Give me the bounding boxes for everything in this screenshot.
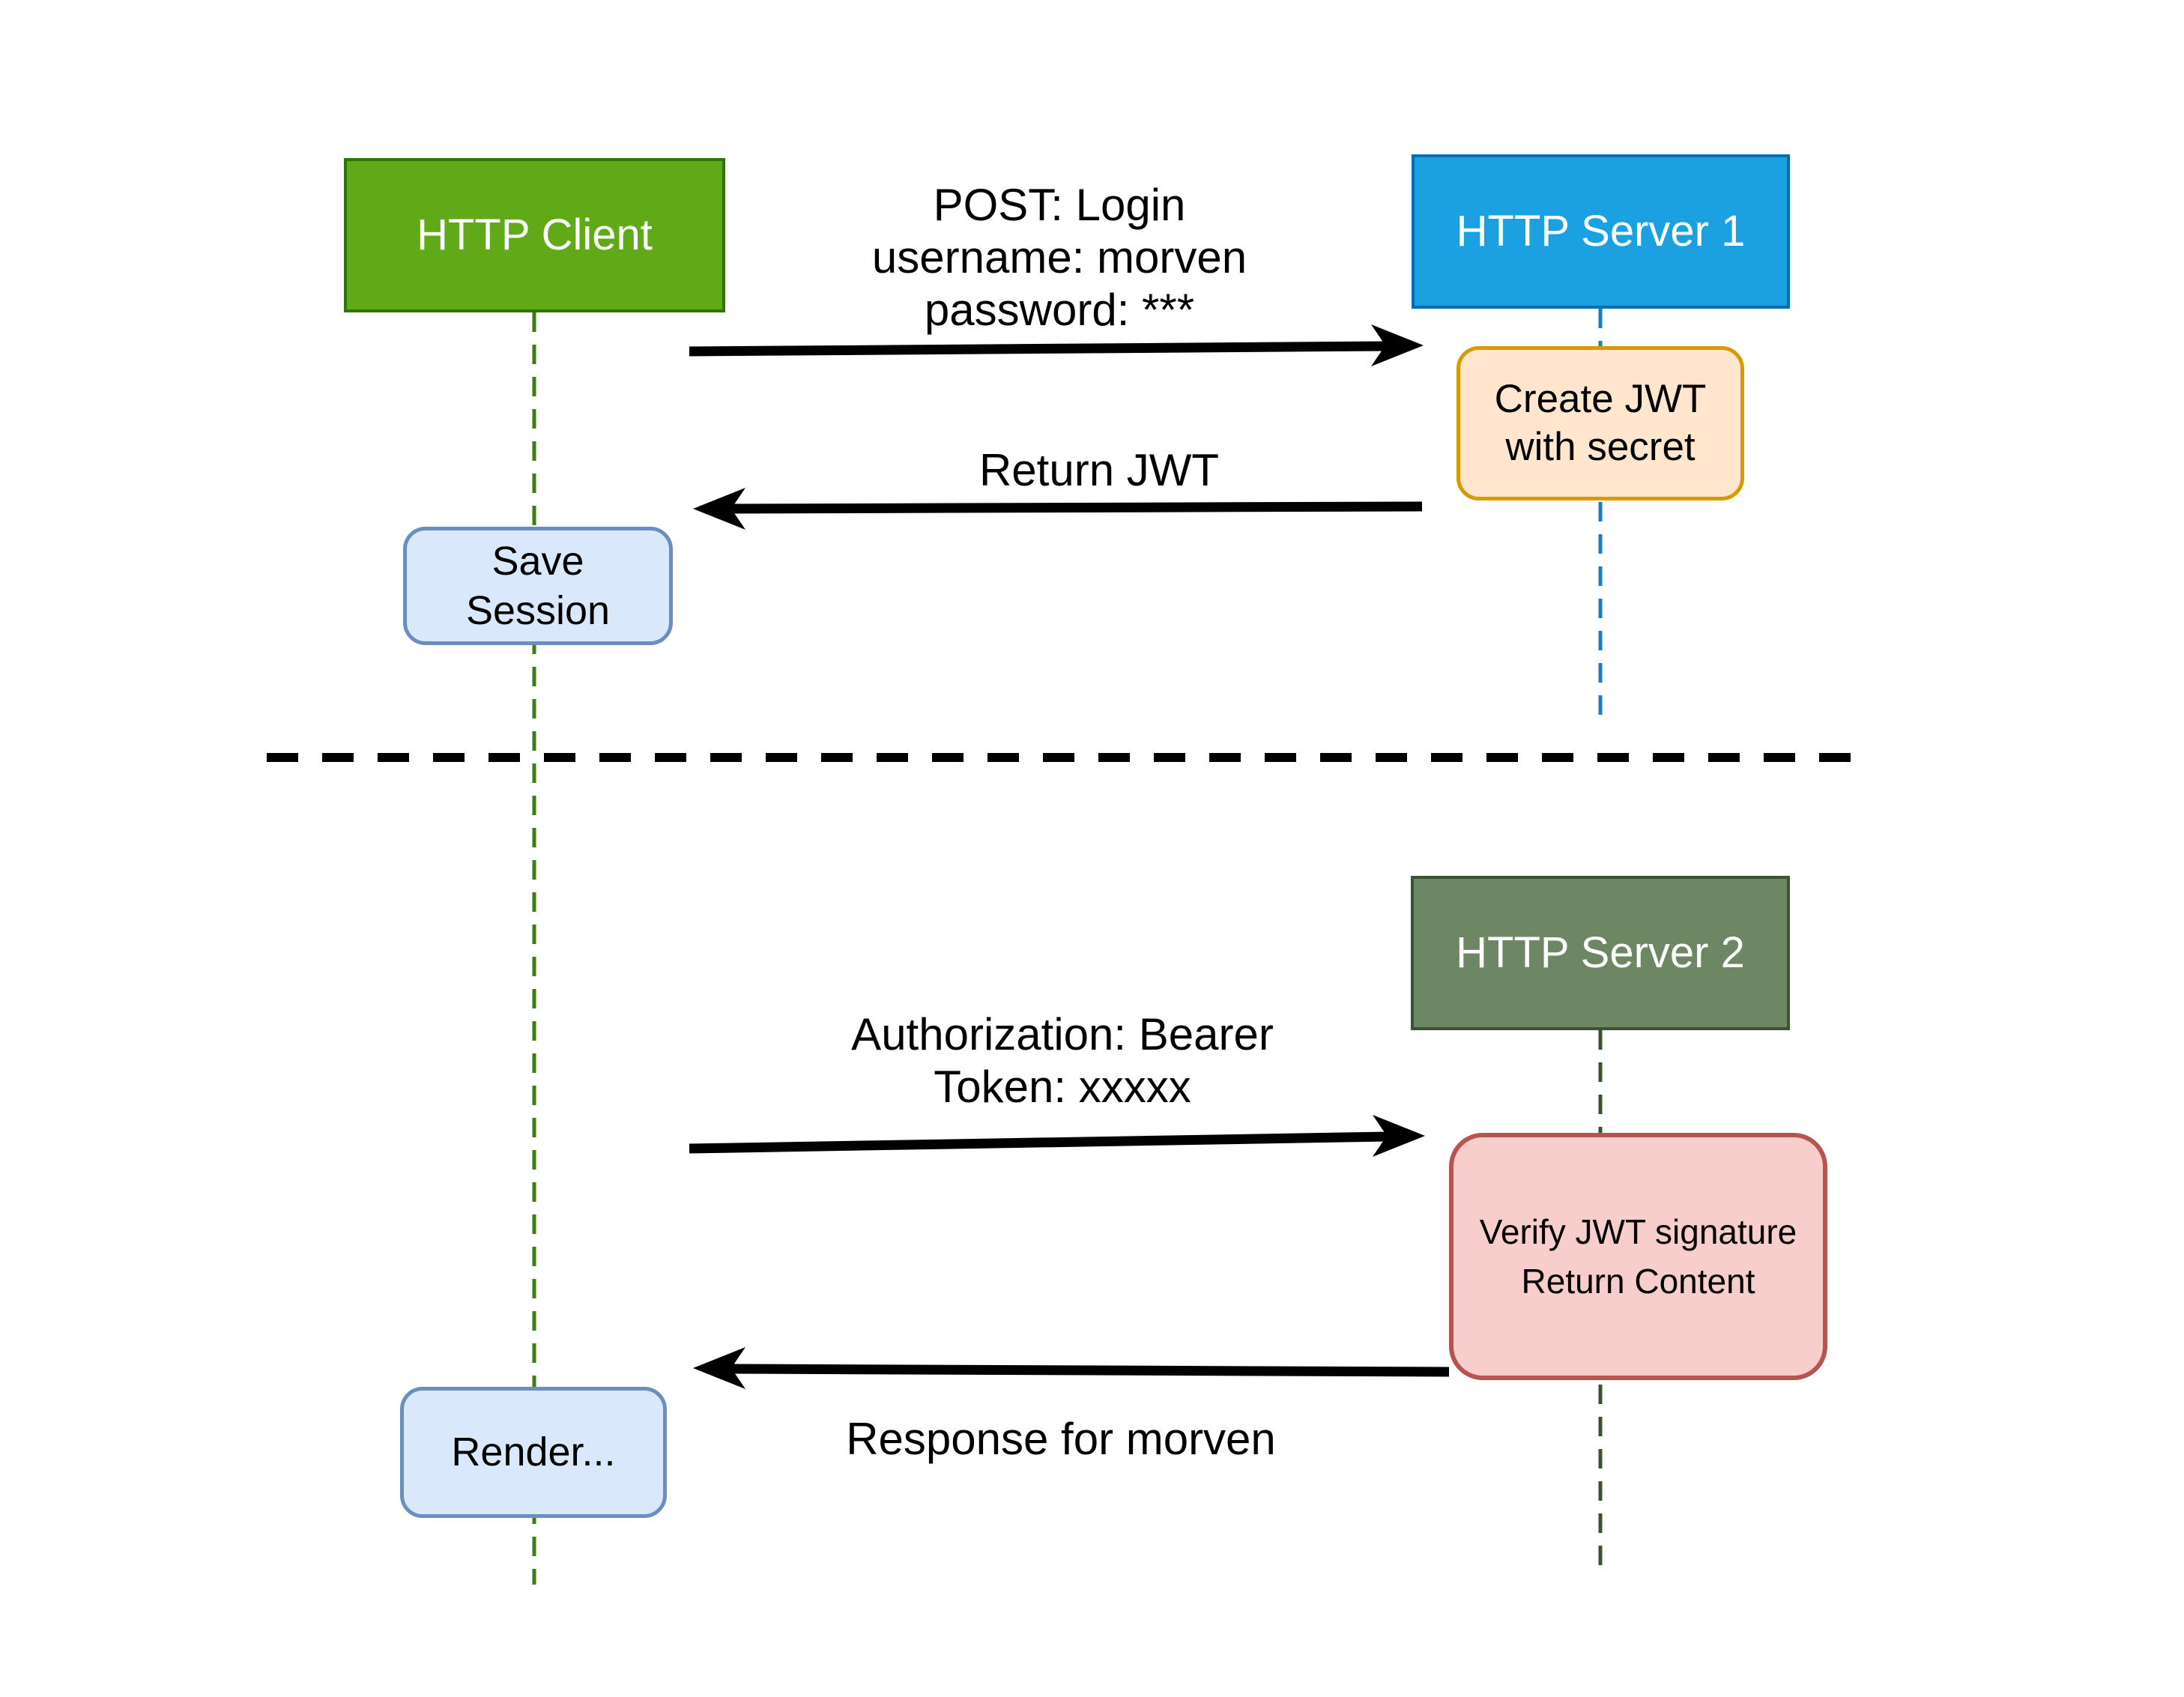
auth-message-line2: Token: xxxxx: [934, 1062, 1191, 1112]
http-server2-actor-box: HTTP Server 2: [1411, 876, 1790, 1030]
auth-message-line1: Authorization: Bearer: [851, 1009, 1274, 1059]
auth-request-arrow: [689, 1115, 1425, 1157]
response-arrow: [693, 1347, 1450, 1389]
verify-jwt-note-box: Verify JWT signature Return Content: [1449, 1133, 1827, 1380]
return-jwt-arrow: [693, 488, 1423, 530]
http-server2-label: HTTP Server 2: [1456, 928, 1745, 978]
return-jwt-message-label: Return JWT: [978, 445, 1220, 495]
login-message-line1: POST: Login: [933, 180, 1186, 230]
render-note-box: Render...: [400, 1387, 667, 1518]
http-server1-actor-box: HTTP Server 1: [1412, 154, 1790, 309]
create-jwt-line1: Create JWT: [1494, 377, 1707, 421]
create-jwt-line2: with secret: [1505, 425, 1696, 469]
http-client-label: HTTP Client: [417, 211, 653, 260]
login-message-label: POST: Login username: morven password: *…: [872, 179, 1247, 336]
login-request-arrow: [689, 324, 1424, 366]
verify-jwt-line2: Return Content: [1521, 1262, 1755, 1301]
http-client-actor-box: HTTP Client: [344, 158, 725, 312]
save-session-line1: Save: [491, 539, 584, 584]
http-server1-label: HTTP Server 1: [1456, 207, 1746, 256]
render-label: Render...: [451, 1430, 616, 1475]
create-jwt-note-box: Create JWT with secret: [1456, 346, 1744, 500]
response-message-label: Response for morven: [846, 1414, 1276, 1464]
save-session-line2: Session: [465, 588, 611, 633]
auth-message-label: Authorization: Bearer Token: xxxxx: [851, 1008, 1274, 1113]
verify-jwt-line1: Verify JWT signature: [1479, 1212, 1797, 1251]
save-session-note-box: Save Session: [403, 527, 673, 645]
login-message-line2: username: morven: [871, 232, 1247, 282]
login-message-line3: password: ***: [924, 285, 1195, 335]
